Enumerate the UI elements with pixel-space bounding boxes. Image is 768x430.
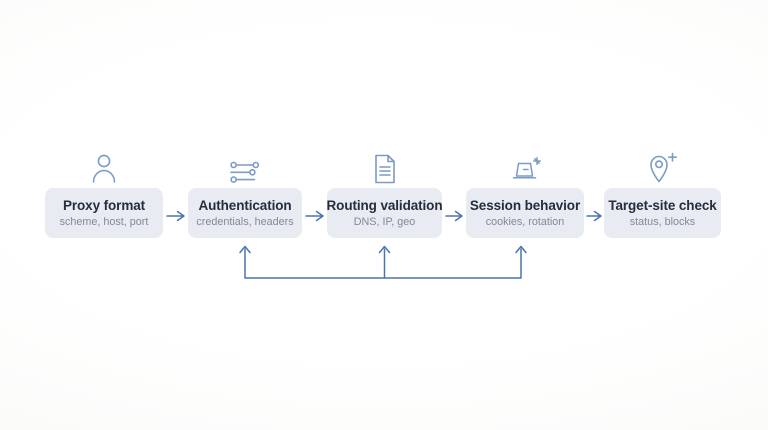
stage-title: Session behavior [469,198,581,214]
location-pin-plus-icon [604,148,721,184]
stage-session-behavior: Session behavior cookies, rotation [466,148,584,238]
stage-subtitle: status, blocks [629,215,696,228]
stage-subtitle: scheme, host, port [59,215,149,228]
session-window-sparkle-icon [466,148,584,184]
stage-card: Routing validation DNS, IP, geo [326,188,443,238]
stage-card: Proxy format scheme, host, port [45,188,163,238]
stage-card: Target-site check status, blocks [604,188,721,238]
sliders-icon [188,148,302,184]
forward-arrow-1 [166,210,185,222]
feedback-loop-arrows [239,245,527,279]
forward-arrow-2 [305,210,324,222]
document-icon [327,148,442,184]
user-icon [45,148,163,184]
stage-authentication: Authentication credentials, headers [188,148,302,238]
stage-card: Session behavior cookies, rotation [466,188,584,238]
stage-subtitle: DNS, IP, geo [353,215,416,228]
forward-arrow-3 [445,210,463,222]
stage-proxy-format: Proxy format scheme, host, port [45,148,163,238]
stage-title: Target-site check [608,198,717,214]
stage-routing-validation: Routing validation DNS, IP, geo [326,148,443,238]
stage-subtitle: credentials, headers [196,215,294,228]
stage-subtitle: cookies, rotation [485,215,565,228]
stage-card: Authentication credentials, headers [188,188,302,238]
stage-title: Authentication [198,198,292,214]
forward-arrow-4 [586,210,602,222]
stage-title: Routing validation [326,198,443,214]
stage-title: Proxy format [62,198,146,214]
stage-target-site-check: Target-site check status, blocks [604,148,721,238]
